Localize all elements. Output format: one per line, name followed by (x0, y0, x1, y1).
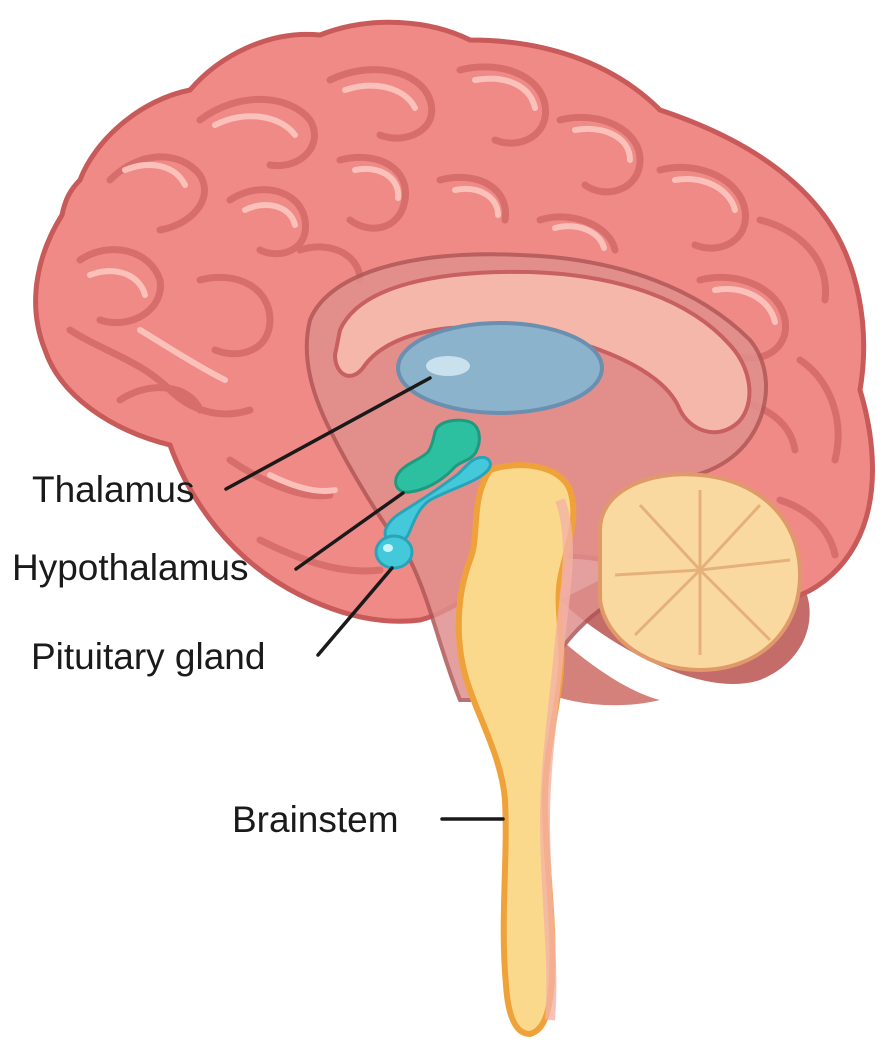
pituitary-gland-label: Pituitary gland (31, 636, 265, 677)
corpus-callosum (332, 269, 752, 435)
thalamus-label: Thalamus (32, 469, 194, 510)
pituitary-leader (316, 566, 394, 657)
pituitary-highlight (383, 544, 393, 552)
lateral-ventricle (396, 321, 604, 415)
ventricle-highlight (426, 356, 470, 376)
cerebellum-folia (614, 490, 791, 655)
hypothalamus-leader (294, 491, 405, 571)
pituitary-gland (374, 534, 414, 570)
thalamus (394, 418, 481, 494)
thalamus-leader (224, 376, 432, 491)
pons-shadow (540, 620, 660, 706)
brainstem (455, 462, 577, 1038)
brainstem-label: Brainstem (232, 799, 399, 840)
brainstem-rim (539, 498, 573, 1021)
hypothalamus-label: Hypothalamus (12, 547, 249, 588)
